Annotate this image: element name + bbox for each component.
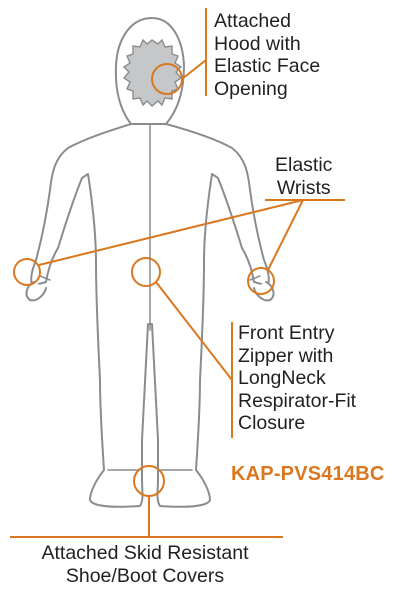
zipper-label-line: Respirator-Fit bbox=[238, 390, 356, 413]
wrists-label: Elastic Wrists bbox=[275, 154, 332, 199]
model-code: KAP-PVS414BC bbox=[231, 463, 385, 486]
boots-label: Attached Skid Resistant Shoe/Boot Covers bbox=[0, 542, 290, 587]
hood-label: Attached Hood with Elastic Face Opening bbox=[214, 10, 320, 100]
hood-label-line: Elastic Face bbox=[214, 55, 320, 78]
zipper-label-line: Zipper with bbox=[238, 345, 356, 368]
wrists-label-line: Elastic bbox=[275, 154, 332, 177]
zipper-label-line: Front Entry bbox=[238, 322, 356, 345]
boots-label-line: Shoe/Boot Covers bbox=[0, 565, 290, 588]
right-wrist-leader bbox=[268, 200, 303, 270]
wrists-label-line: Wrists bbox=[275, 177, 332, 200]
zipper-label: Front Entry Zipper with LongNeck Respira… bbox=[238, 322, 356, 435]
hood-label-line: Hood with bbox=[214, 33, 320, 56]
hood-label-line: Attached bbox=[214, 10, 320, 33]
boots-label-line: Attached Skid Resistant bbox=[0, 542, 290, 565]
zipper-label-line: LongNeck bbox=[238, 367, 356, 390]
zipper-label-line: Closure bbox=[238, 412, 356, 435]
hood-label-line: Opening bbox=[214, 78, 320, 101]
hood-leader bbox=[182, 60, 206, 79]
